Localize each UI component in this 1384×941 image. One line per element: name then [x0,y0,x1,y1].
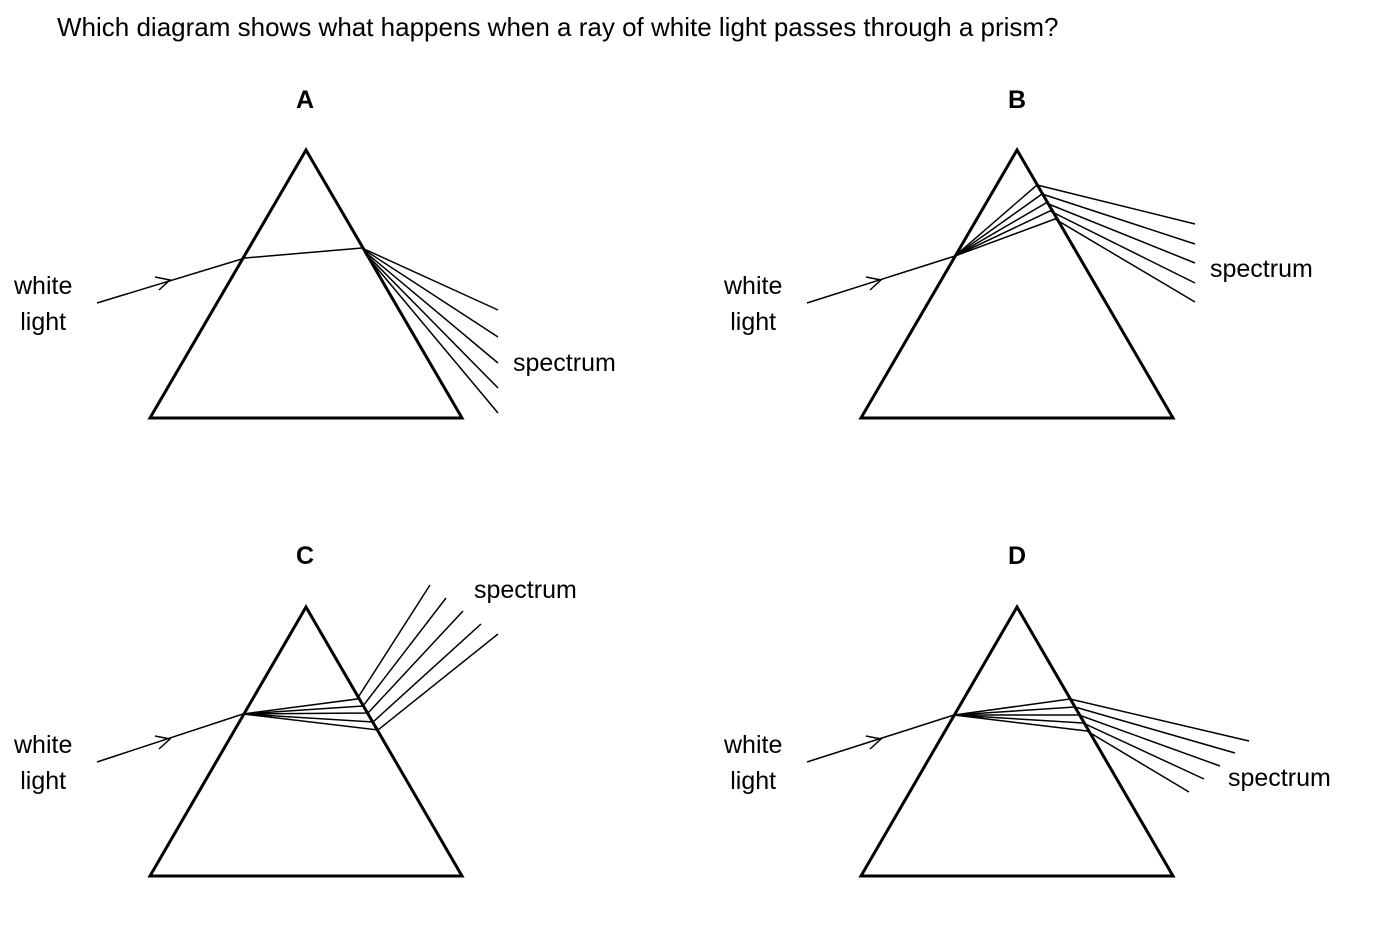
spectrum-rays-c [242,584,499,731]
spectrum-ray [363,250,499,364]
spectrum-rays-d [953,698,1250,793]
option-a-label: A [296,86,315,114]
spectrum-label-d: spectrum [1228,764,1331,792]
spectrum-rays-a [361,247,499,414]
spectrum-ray [954,218,1196,303]
light-text: light [730,308,777,336]
incident-ray-a [96,257,246,304]
diagram-b [806,147,1196,420]
refracted-ray-a [244,247,363,259]
option-c-label: C [296,542,315,570]
spectrum-ray [362,248,499,338]
arrow-head-c [154,735,172,750]
spectrum-label-b: spectrum [1210,255,1313,283]
option-d-label: D [1008,542,1027,570]
light-text: light [20,308,67,336]
white-light-label-c: white light [14,727,72,799]
prism-a [147,147,465,420]
light-text: light [20,767,67,795]
spectrum-label-a: spectrum [513,349,616,377]
prism-b [858,147,1176,420]
spectrum-ray [242,597,447,715]
spectrum-ray [954,210,1196,284]
spectrum-ray [954,193,1196,257]
spectrum-ray [242,610,464,715]
spectrum-label-c: spectrum [474,576,577,604]
spectrum-ray [953,706,1236,754]
diagram-c [96,584,499,878]
prism-d [858,604,1176,878]
arrow-head-d [865,735,883,750]
spectrum-ray [361,247,499,311]
spectrum-ray [954,714,1221,767]
white-light-label-a: white light [14,268,72,340]
diagram-a [96,147,499,420]
white-light-label-b: white light [724,268,782,340]
prism-c [147,604,465,878]
arrow-head-b [865,276,883,291]
light-text: light [730,767,777,795]
arrow-head-a [154,276,172,291]
white-text: white [14,272,73,300]
spectrum-ray [365,254,499,414]
option-b-label: B [1008,86,1027,114]
spectrum-ray [953,714,1205,780]
white-text: white [724,272,783,300]
spectrum-ray [242,623,482,723]
spectrum-rays-b [954,184,1196,303]
question-text: Which diagram shows what happens when a … [57,12,1059,42]
white-light-label-d: white light [724,727,782,799]
spectrum-ray [954,184,1196,257]
spectrum-ray [364,252,499,389]
spectrum-ray [953,698,1250,742]
spectrum-ray [954,202,1196,264]
white-text: white [724,731,783,759]
incident-ray-c [96,713,244,763]
white-text: white [14,731,73,759]
diagram-d [806,604,1250,878]
spectrum-ray [242,633,499,731]
spectrum-ray [953,714,1190,793]
spectrum-ray [242,584,431,715]
